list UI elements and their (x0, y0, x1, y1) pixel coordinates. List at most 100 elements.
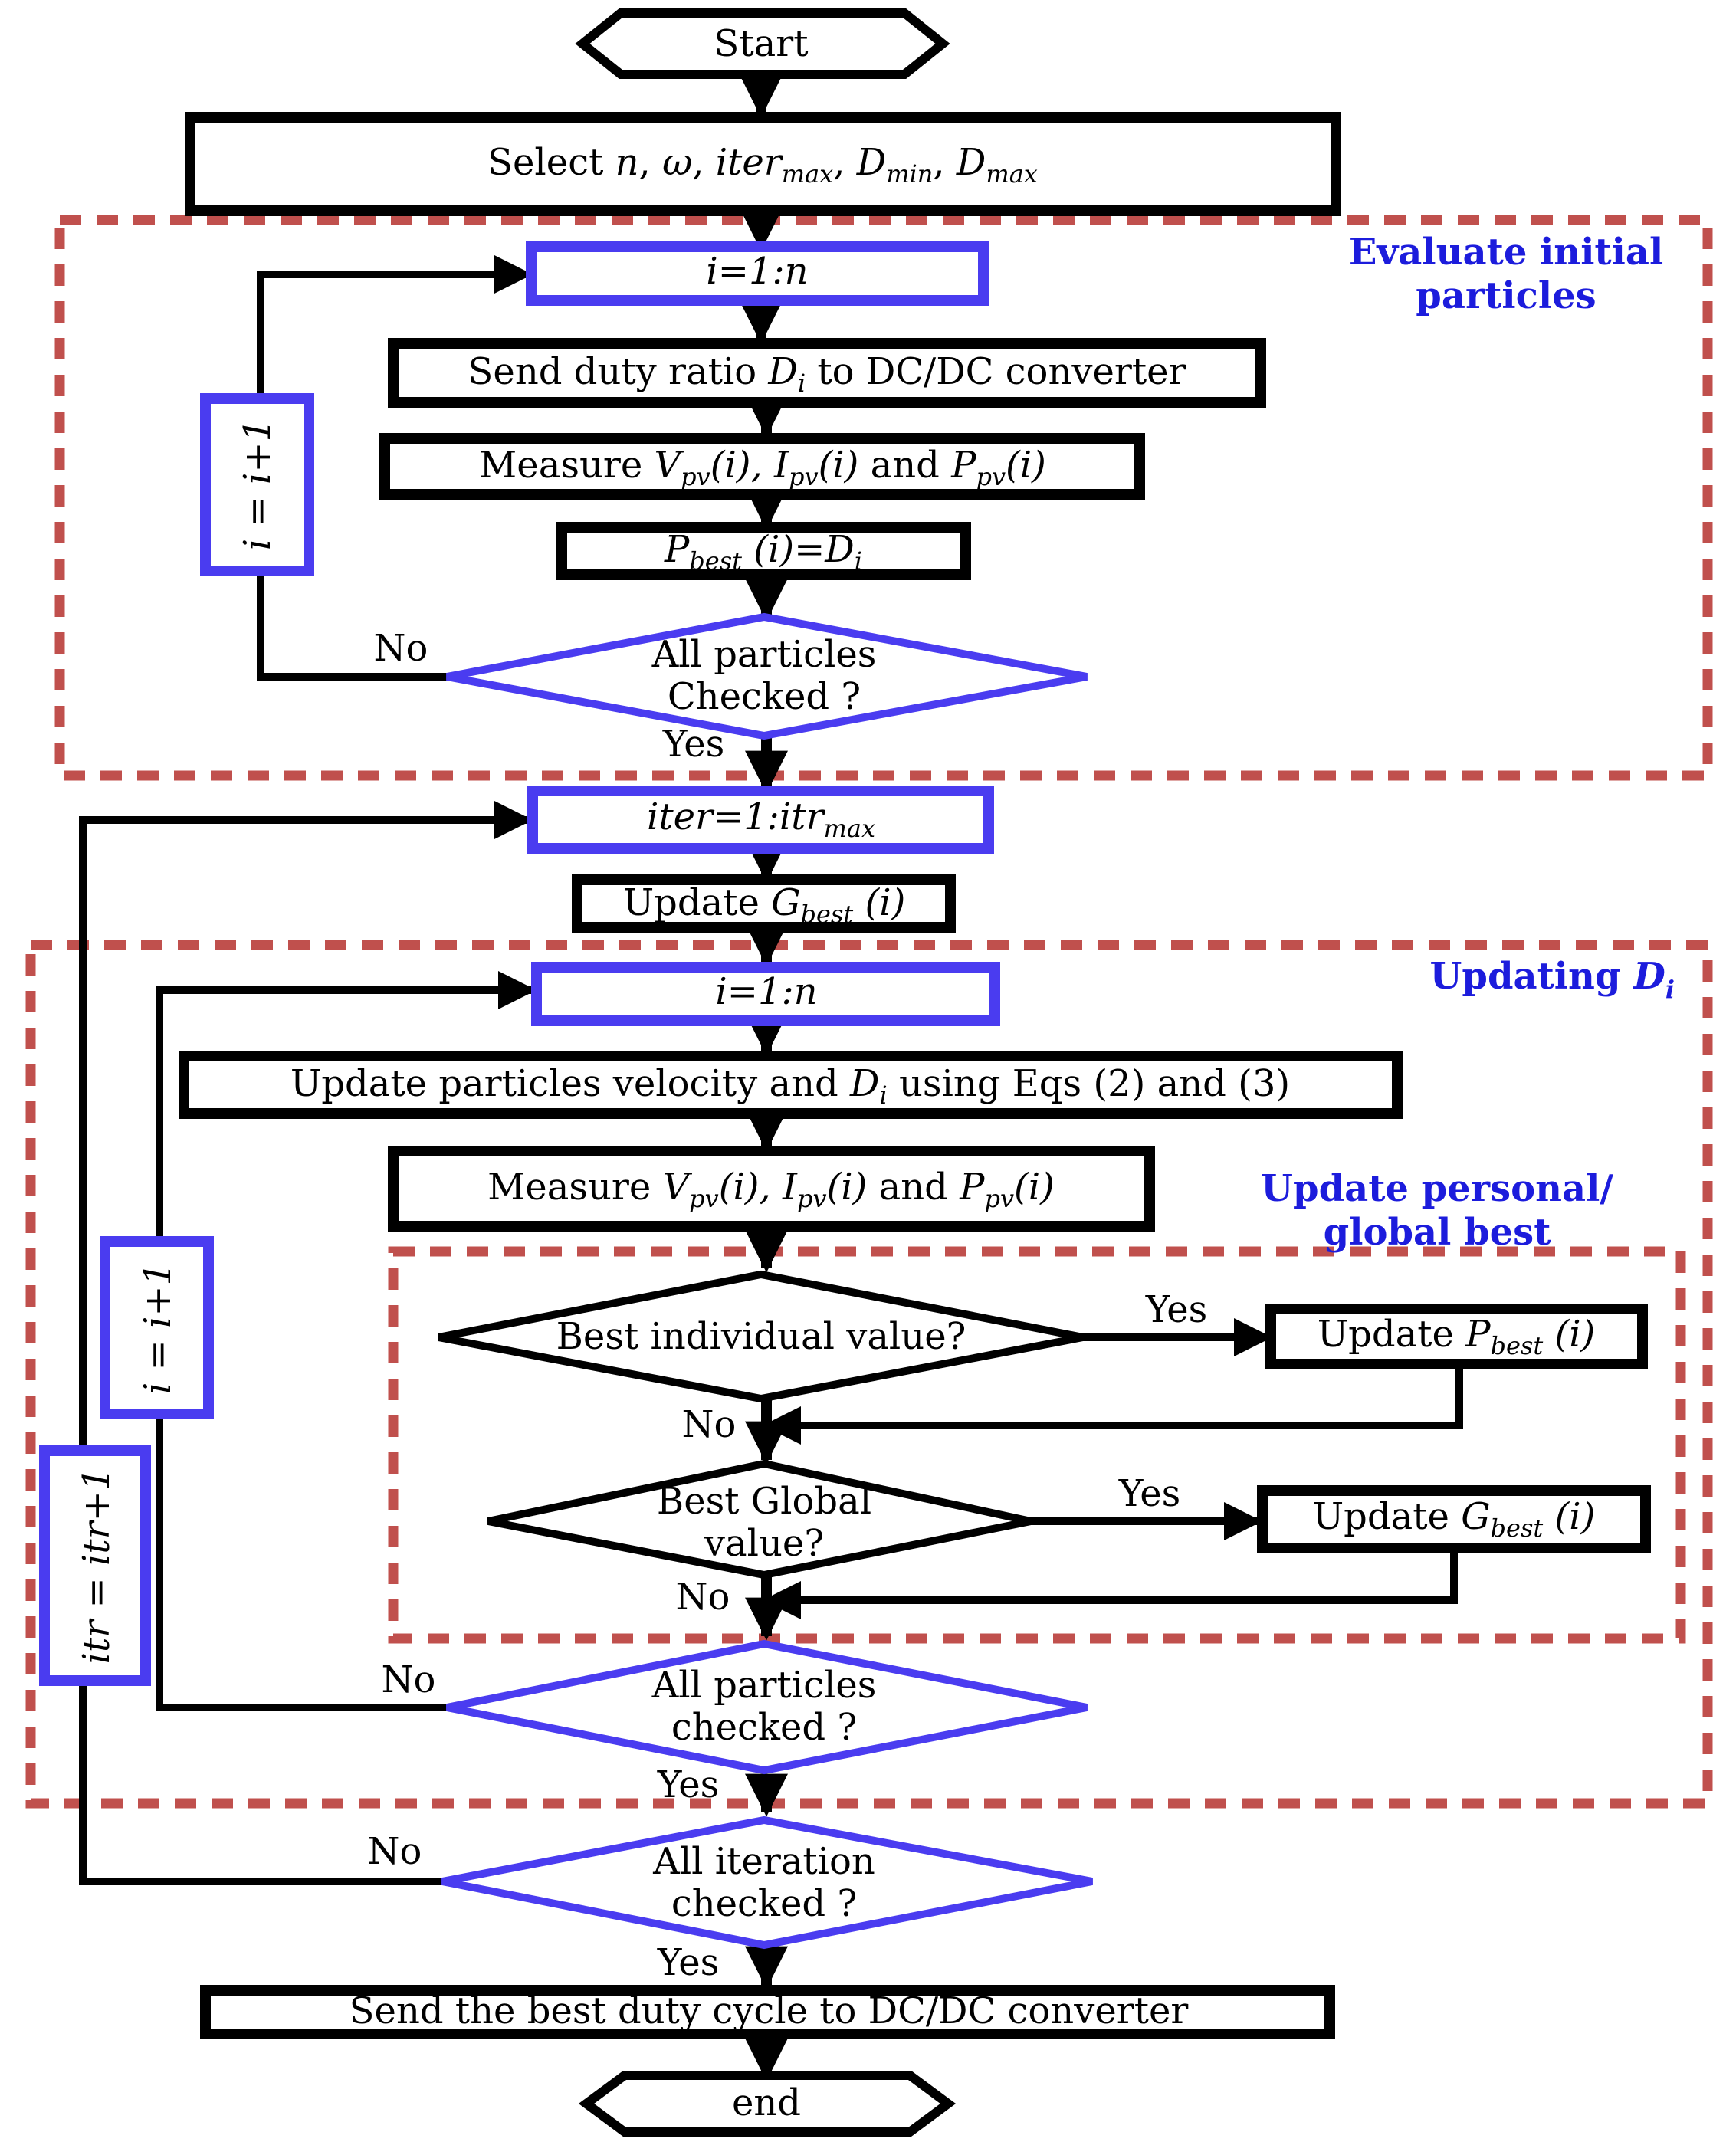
check-particles-1-line2: Checked ? (668, 675, 861, 718)
send-duty-d: D (767, 350, 797, 393)
group-evaluate-frame (54, 215, 1713, 781)
m1-i-sub: pv (789, 462, 819, 491)
m2-p-sub: pv (984, 1184, 1014, 1213)
no-label-3: No (368, 1830, 422, 1873)
select-params-box (185, 112, 1341, 216)
loop-iter-return (79, 801, 533, 1885)
start-label: Start (714, 22, 808, 65)
send-duty-post: to DC/DC converter (806, 350, 1186, 393)
increment-itr-label: itr = itr+1 (75, 1468, 118, 1665)
best-global-line2: value? (704, 1522, 824, 1565)
yes-label-1: Yes (662, 723, 725, 766)
group-evaluate-title: Evaluate initial (1349, 231, 1663, 274)
no-label-2: No (382, 1658, 436, 1701)
m1-i-arg: (i) (819, 444, 859, 487)
m2-i-arg: (i) (827, 1166, 868, 1209)
select-sep-3: , (833, 141, 857, 184)
yes-label-2: Yes (657, 1763, 720, 1806)
loop-i-2-label: i=1:n (715, 970, 817, 1013)
yes-label-3: Yes (657, 1941, 720, 1984)
m1-p-sub: pv (976, 462, 1006, 491)
increment-i-1-box (200, 393, 314, 576)
no-label-1: No (374, 627, 428, 670)
check-iteration-line2: checked ? (671, 1882, 857, 1925)
loop-i-1-box (526, 241, 989, 306)
ug1-g-sub: best (801, 900, 854, 929)
m1-mid: and (858, 444, 951, 487)
check-particles-1-decision (446, 612, 1088, 740)
m2-i: I (782, 1166, 798, 1209)
best-individual-decision (438, 1270, 1084, 1403)
ug1-g: G (771, 881, 800, 924)
measure-2-box (388, 1146, 1155, 1232)
select-sep-4: , (933, 141, 957, 184)
check-iteration-decision (441, 1816, 1093, 1950)
update-pbest-label: Update Pbest (i) (1318, 1313, 1596, 1360)
loop-i-1-label: i=1:n (706, 250, 808, 293)
m2-v-sub: pv (689, 1184, 719, 1213)
best-global-decision (487, 1459, 1032, 1579)
ug2-arg: (i) (1543, 1495, 1595, 1538)
increment-i-2-box (100, 1236, 214, 1419)
pbest-assign-rest: (i)=D (742, 528, 855, 571)
pbest-return (763, 1368, 1463, 1445)
select-dmin-sub: min (886, 159, 933, 189)
m1-v: V (654, 444, 684, 487)
measure-1-label: Measure Vpv(i), Ipv(i) and Ppv(i) (479, 444, 1046, 491)
gbest-return (763, 1548, 1458, 1619)
uv-pre: Update particles velocity and (290, 1062, 850, 1105)
m2-i-sub: pv (797, 1184, 827, 1213)
end-label: end (732, 2081, 801, 2124)
loop-iter-sub: max (824, 814, 875, 843)
group-updating-text: Updating (1430, 955, 1634, 998)
check-particles-1-line1: All particles (651, 633, 877, 676)
send-best-box (200, 1985, 1335, 2039)
update-velocity-box (179, 1051, 1403, 1119)
yes-label-gbest: Yes (1118, 1472, 1181, 1515)
select-sep-2: , (692, 141, 716, 184)
update-gbest-1-label: Update Gbest (i) (623, 881, 906, 929)
no-label-pbest: No (682, 1403, 737, 1446)
measure-1-box (379, 433, 1145, 500)
start-terminal (575, 8, 950, 79)
send-duty-label: Send duty ratio Di to DC/DC converter (468, 350, 1186, 398)
check-particles-2-line2: checked ? (671, 1706, 857, 1749)
m1-p: P (950, 444, 976, 487)
update-pbest-box (1265, 1304, 1648, 1369)
check-iteration-line1: All iteration (652, 1840, 875, 1883)
send-duty-sub: i (798, 369, 806, 398)
group-evaluate-title-2: particles (1416, 274, 1596, 317)
check-particles-2-line1: All particles (651, 1664, 877, 1707)
pbest-assign-box (556, 522, 971, 580)
select-sep-1: , (639, 141, 663, 184)
loop-iter-text: iter=1:itr (647, 795, 826, 838)
select-n: n (615, 141, 639, 184)
ug2-g: G (1461, 1495, 1490, 1538)
m1-pre: Measure (479, 444, 654, 487)
m2-p: P (959, 1166, 985, 1209)
ug1-pre: Update (623, 881, 771, 924)
m1-v-arg: (i), (710, 444, 774, 487)
up-arg: (i) (1543, 1313, 1595, 1356)
pbest-assign-p-sub: best (689, 546, 742, 576)
uv-sub: i (879, 1081, 887, 1110)
select-omega: ω (662, 141, 692, 184)
up-pre: Update (1318, 1313, 1465, 1356)
select-iter-sub: max (782, 159, 833, 189)
yes-label-pbest: Yes (1145, 1288, 1208, 1331)
up-p-sub: best (1491, 1331, 1544, 1360)
ug2-pre: Update (1313, 1495, 1461, 1538)
loop-i-2-box (531, 962, 1000, 1026)
end-terminal (578, 2071, 957, 2137)
group-personal-title-2: global best (1324, 1211, 1551, 1254)
loop-iter-label: iter=1:itrmax (647, 795, 875, 843)
up-p: P (1465, 1313, 1491, 1356)
update-gbest-2-box (1257, 1485, 1651, 1553)
check-particles-2-decision (446, 1639, 1088, 1775)
pbest-assign-label: Pbest (i)=Di (664, 528, 862, 576)
group-updating-title: Updating Di (1430, 955, 1675, 1004)
m2-pre: Measure (487, 1166, 662, 1209)
increment-i-1-label: i = i+1 (236, 418, 279, 550)
send-duty-box (388, 338, 1266, 408)
